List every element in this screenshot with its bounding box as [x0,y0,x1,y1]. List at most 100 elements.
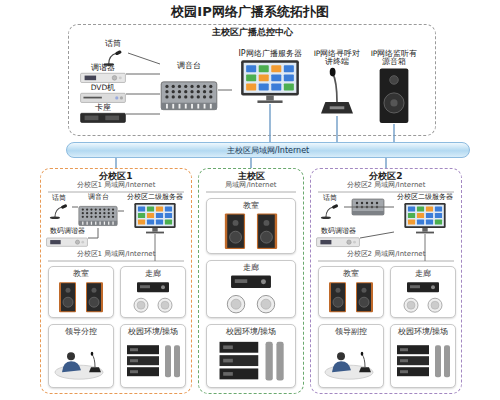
mixer-body [352,199,384,215]
server-monitor-icon-part [165,213,172,218]
server-monitor-icon-part [426,219,433,224]
mixer-icon-part [203,85,206,88]
mixer-icon-part [209,85,212,88]
server-monitor-icon-part [404,203,445,228]
mixer-icon-part [197,85,200,88]
microphone-icon-part [61,204,68,209]
network-line [206,192,296,193]
ceiling-speaker-icon-part [261,279,266,284]
paging-terminal-icon-box [312,67,362,117]
device-node: 数码调谐器 [46,228,88,248]
device-name: 话筒 [323,195,337,203]
tuner-icon [46,236,88,248]
speaker-pair-icon-part [359,297,369,307]
control-desk-icon-box [321,337,381,385]
microphone-icon-part [332,204,339,209]
ceiling-speaker-icon-part [161,301,169,309]
mixer-icon-part [95,221,96,224]
mixer-icon-part [210,104,212,109]
speaker-pair-icon-part [257,213,277,249]
device-node: 话筒 [46,195,72,219]
server-monitor-icon [394,202,456,234]
paging-terminal-icon-part [330,67,336,76]
device-name: IP网络广播服务器 [238,50,301,59]
server-monitor-icon-part [246,74,256,81]
tuner-icon-part [320,240,331,244]
network-connector [344,207,394,208]
area-group-box: 主校区广播总控中心话筒调谐器DVD机卡座调音台IP网络广播服务器IP网络寻呼对讲… [68,24,436,136]
tuner-icon [80,72,126,84]
speaker-pair-icon-box [209,211,293,251]
area-name: 领导副控 [335,327,367,337]
cassette-deck-icon-part [105,116,119,121]
mixer-knob [356,206,358,208]
mixer-icon-part [112,221,113,224]
speaker-pair-icon-part [86,282,103,312]
area-box: 领导副控 [318,324,384,388]
server-monitor-icon-part [435,219,442,224]
mixer-knob [356,202,358,204]
server-monitor-icon-part [417,219,424,224]
speaker-pair-icon [51,279,111,315]
microphone-icon [46,203,72,219]
network-connector [360,232,394,238]
speaker-pair-icon-part [92,287,97,292]
amplifier-column-icon-part [276,341,283,380]
device-node: IP网络监听有源音箱 [368,50,420,124]
network-connector [126,74,160,75]
speaker-pair-icon-part [63,297,73,307]
device-node: 卡座 [80,104,126,124]
server-monitor-icon-part [165,219,172,224]
ceiling-speaker-icon-box [123,279,183,315]
speaker-tower-icon-part [384,92,404,112]
server-monitor-icon-part [426,213,433,218]
speaker-pair-icon-part [261,231,273,243]
mixer-icon-part [86,215,88,217]
server-monitor-icon-part [408,219,415,224]
speaker-pair-icon-part [331,283,345,311]
tuner-icon-part [112,76,117,81]
network-line [318,261,454,262]
amplifier-column-icon-part [127,367,159,376]
server-monitor-icon-part [408,206,415,211]
speaker-pair-icon-part [59,282,76,312]
mixer-icon-part [95,212,97,214]
amplifier-column-icon-part [165,345,171,377]
mixer-icon-part [203,90,206,93]
amplifier-column-icon-part [266,341,273,380]
mixer-icon-part [178,95,181,98]
server-monitor-icon-part [406,204,444,226]
mixer-icon-part [165,90,168,93]
network-label: 分校区2 局域网/Internet [314,250,458,259]
dvd-player-icon [80,92,126,104]
network-line [48,261,184,262]
microphone-icon-box [46,203,72,219]
dvd-player-icon-box [80,92,126,104]
area-name: 校园环境/操场 [226,327,277,337]
speaker-pair-icon [321,279,381,315]
group-heading: 分校区2 [311,171,461,182]
device-name: 分校区二级服务器 [127,194,183,202]
server-monitor-icon-part [138,206,145,211]
ceiling-speaker-icon-box [209,273,293,315]
network-line [318,192,454,193]
network-connector [385,158,386,168]
device-node: 数码调谐器 [316,228,360,248]
mixer-knob [361,202,363,204]
mixer-icon-part [104,221,105,224]
server-monitor-icon-part [246,65,256,72]
amplifier-column-icon-box [393,337,453,385]
network-connector [126,114,160,115]
area-box: 校园环境/操场 [120,324,186,388]
mixer-icon-part [172,95,175,98]
server-monitor-icon-part [147,206,154,211]
control-desk-icon-part [62,361,81,372]
server-monitor-icon-part [271,83,281,90]
mixer-icon-part [184,90,187,93]
speaker-pair-icon-part [329,282,346,312]
mixer-knob [371,202,373,204]
speaker-pair-icon-part [227,214,244,247]
server-monitor-icon-part [271,65,281,72]
speaker-pair-icon-part [66,287,71,292]
mixer-icon-part [108,212,110,214]
